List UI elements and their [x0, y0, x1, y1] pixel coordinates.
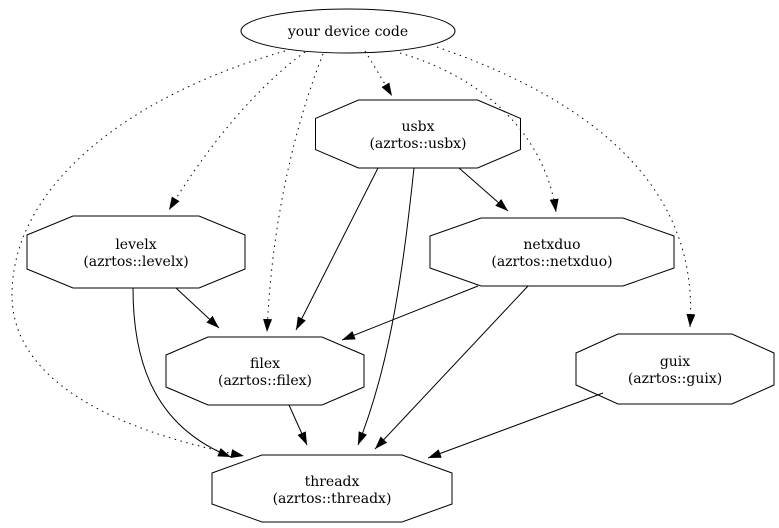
usbx-octagon: [315, 99, 521, 169]
node-filex: filex (azrtos::filex): [165, 336, 365, 406]
node-guix: guix (azrtos::guix): [575, 333, 775, 405]
node-threadx-label: threadx: [305, 474, 360, 490]
node-guix-label: guix: [660, 354, 690, 370]
edge-levelx-filex: [175, 287, 220, 329]
edge-filex-threadx: [288, 404, 308, 446]
node-threadx: threadx (azrtos::threadx): [211, 454, 453, 523]
edge-usbx-filex: [295, 167, 379, 331]
filex-octagon: [165, 336, 365, 406]
node-layer: your device code usbx (azrtos::usbx) lev…: [26, 8, 775, 523]
node-levelx-label: levelx: [115, 237, 156, 253]
node-device: your device code: [240, 8, 456, 54]
edge-guix-threadx: [427, 392, 604, 459]
edge-device-filex: [263, 53, 324, 333]
edge-netxduo-filex: [341, 285, 479, 341]
edge-device-guix: [436, 46, 696, 328]
edge-device-threadx: [11, 50, 286, 458]
edge-layer: [11, 46, 696, 459]
node-filex-label: filex: [250, 356, 280, 372]
node-netxduo-label: netxduo: [523, 237, 580, 253]
edge-netxduo-threadx: [374, 285, 529, 450]
edge-usbx-netxduo: [458, 167, 509, 212]
node-netxduo-sublabel: (azrtos::netxduo): [491, 254, 612, 270]
levelx-octagon: [26, 215, 246, 289]
edge-device-usbx: [364, 50, 393, 97]
node-usbx-sublabel: (azrtos::usbx): [369, 136, 466, 152]
node-guix-sublabel: (azrtos::guix): [628, 371, 722, 387]
device-ellipse: [240, 8, 456, 54]
node-usbx: usbx (azrtos::usbx): [315, 99, 521, 169]
node-levelx: levelx (azrtos::levelx): [26, 215, 246, 289]
node-device-label: your device code: [287, 24, 408, 40]
edge-levelx-threadx: [132, 287, 232, 458]
netxduo-octagon: [429, 217, 675, 287]
edge-usbx-threadx: [357, 167, 415, 446]
node-netxduo: netxduo (azrtos::netxduo): [429, 217, 675, 287]
guix-octagon: [575, 333, 775, 405]
node-levelx-sublabel: (azrtos::levelx): [83, 254, 188, 270]
node-usbx-label: usbx: [401, 119, 434, 135]
node-filex-sublabel: (azrtos::filex): [218, 373, 312, 389]
node-threadx-sublabel: (azrtos::threadx): [273, 491, 392, 507]
threadx-octagon: [211, 454, 453, 523]
